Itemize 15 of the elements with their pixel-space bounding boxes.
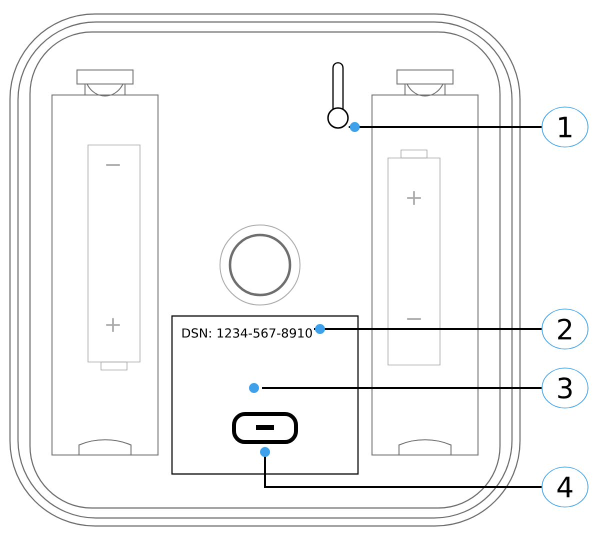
battery-sign: − [106,164,120,166]
battery-sign: + [106,318,120,332]
callout-number: 3 [542,368,588,408]
leader-line [348,122,542,132]
battery-sign: + [407,191,421,205]
leader-line [249,383,542,393]
leader-line [314,324,542,334]
callout-number: 1 [542,106,588,148]
battery-sign: − [407,318,421,320]
callout-number: 2 [542,308,588,350]
usb-port [232,412,298,444]
keyhole-slot [327,62,349,129]
serial-number: DSN: 1234-567-8910 [182,328,312,338]
callout-number: 4 [542,466,588,508]
leader-line [260,447,542,488]
